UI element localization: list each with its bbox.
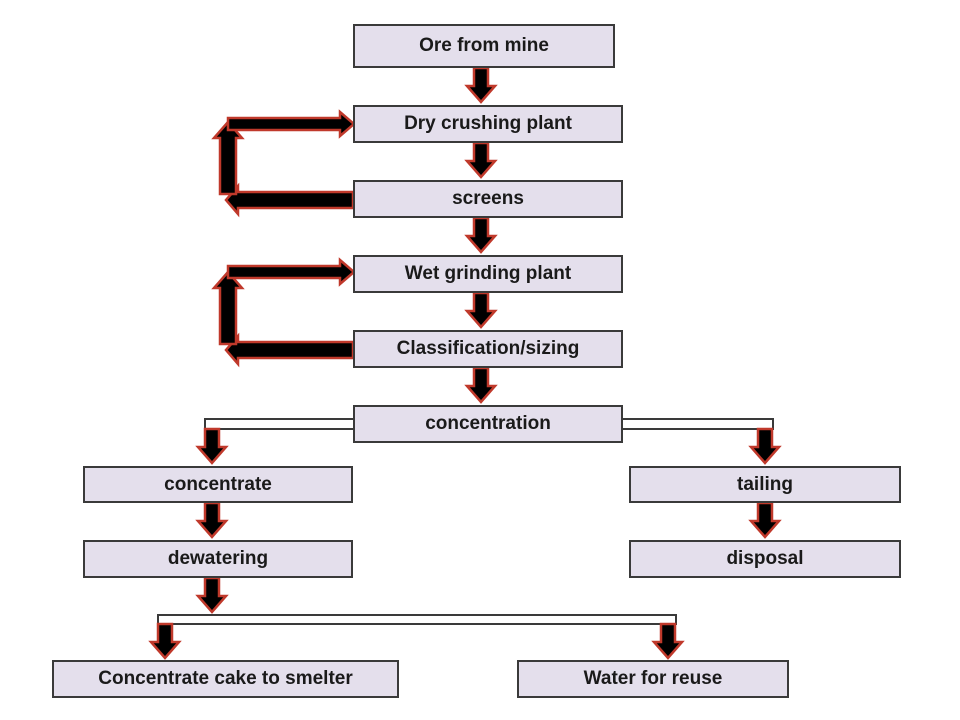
arrow-concentrate-to-dewater [196, 501, 228, 539]
node-label: Water for reuse [583, 668, 723, 689]
node-water-for-reuse: Water for reuse [517, 660, 789, 698]
arrow-split-to-water [652, 622, 684, 660]
node-dewatering: dewatering [83, 540, 353, 578]
arrow-ore-to-dry [465, 66, 497, 104]
arrow-tailing-to-disposal [749, 501, 781, 539]
node-label: concentrate [164, 473, 272, 495]
arrow-screens-to-wet [465, 216, 497, 254]
node-label: screens [452, 188, 524, 209]
node-wet-grinding-plant: Wet grinding plant [353, 255, 623, 293]
node-label: concentration [425, 413, 551, 434]
arrow-conc-to-tailing [749, 427, 781, 465]
node-label: disposal [726, 548, 804, 569]
node-label: Wet grinding plant [404, 263, 572, 284]
split-bar-dewatering [157, 614, 677, 625]
node-screens: screens [353, 180, 623, 218]
arrow-split-to-cake [149, 622, 181, 660]
node-ore-from-mine: Ore from mine [353, 24, 615, 68]
recycle-loop-crushing [211, 109, 356, 218]
arrow-dry-to-screens [465, 141, 497, 179]
arrow-class-to-conc [465, 366, 497, 404]
node-concentration: concentration [353, 405, 623, 443]
node-dry-crushing-plant: Dry crushing plant [353, 105, 623, 143]
node-tailing: tailing [629, 466, 901, 503]
node-label: Ore from mine [419, 35, 549, 56]
arrow-dewater-to-split [196, 576, 228, 614]
node-label: Dry crushing plant [404, 113, 572, 134]
arrow-wet-to-class [465, 291, 497, 329]
node-disposal: disposal [629, 540, 901, 578]
node-concentrate-cake-to-smelter: Concentrate cake to smelter [52, 660, 399, 698]
node-label: Classification/sizing [396, 338, 580, 359]
node-concentrate: concentrate [83, 466, 353, 503]
node-label: dewatering [167, 548, 269, 569]
recycle-loop-grinding [211, 257, 356, 368]
node-label: Concentrate cake to smelter [98, 668, 353, 689]
arrow-conc-to-concentrate [196, 427, 228, 465]
node-label: tailing [737, 473, 793, 495]
node-classification-sizing: Classification/sizing [353, 330, 623, 368]
